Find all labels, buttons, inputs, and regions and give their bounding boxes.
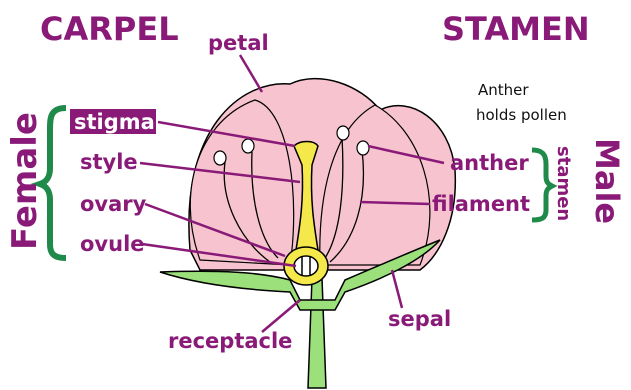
stigma-label: stigma xyxy=(74,110,155,134)
note-line-1: Anther xyxy=(478,81,529,99)
receptacle-label: receptacle xyxy=(168,329,292,353)
anther-shape xyxy=(337,126,349,140)
petal-label: petal xyxy=(208,31,269,55)
receptacle-leader xyxy=(262,300,300,332)
anther-shape xyxy=(214,151,226,165)
carpel-heading: CARPEL xyxy=(40,10,179,48)
filament-label: filament xyxy=(432,192,530,216)
female-label: Female xyxy=(5,112,45,250)
ovule-label: ovule xyxy=(80,232,145,256)
ovary-label: ovary xyxy=(80,192,147,216)
style-label: style xyxy=(80,150,138,174)
sepal-label: sepal xyxy=(388,307,451,331)
ovule-shape xyxy=(294,256,318,276)
petal-leader xyxy=(240,55,262,92)
stem xyxy=(308,278,326,388)
male-label: Male xyxy=(588,138,626,224)
male-bracket xyxy=(532,150,552,220)
anther-label: anther xyxy=(450,151,529,175)
stamen-vertical-label: stamen xyxy=(553,146,574,221)
anther-shape xyxy=(242,139,254,153)
sepal-leader xyxy=(392,270,402,308)
stamen-heading: STAMEN xyxy=(442,10,590,48)
note-line-2: holds pollen xyxy=(476,106,567,124)
anther-shape xyxy=(357,141,369,155)
